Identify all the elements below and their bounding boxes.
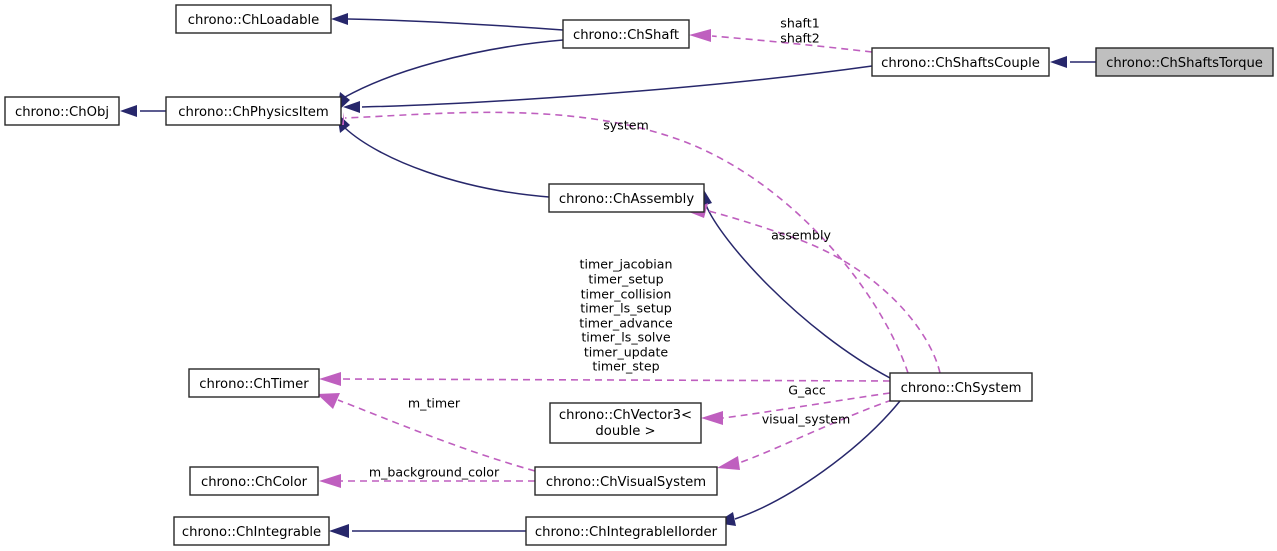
node-label-chshaftscouple: chrono::ChShaftsCouple: [881, 56, 1040, 71]
edge-label-m-timer: m_timer: [408, 396, 461, 411]
node-chsystem[interactable]: chrono::ChSystem: [889, 372, 1033, 402]
edge-label-timer-ls-solve: timer_ls_solve: [581, 330, 671, 345]
edge-label-timer-update: timer_update: [584, 345, 669, 360]
node-chassembly[interactable]: chrono::ChAssembly: [548, 183, 705, 213]
edge-chshaft-to-chloadable: [331, 13, 564, 31]
node-label-chassembly: chrono::ChAssembly: [559, 192, 694, 207]
edge-label-system: system: [603, 118, 649, 133]
node-label-chvector3-line1: chrono::ChVector3<: [559, 408, 692, 423]
node-chvector3[interactable]: chrono::ChVector3< double >: [549, 402, 702, 444]
node-chvisualsystem[interactable]: chrono::ChVisualSystem: [534, 466, 718, 496]
node-label-chintegrable: chrono::ChIntegrable: [182, 525, 321, 540]
edge-chassembly-to-chphysicsitem: [337, 113, 550, 198]
edge-chshaftscouple-to-chphysicsitem: [343, 65, 873, 113]
node-label-chloadable: chrono::ChLoadable: [188, 13, 320, 28]
node-label-chtimer: chrono::ChTimer: [199, 377, 309, 392]
edge-label-shaft1: shaft1: [780, 16, 819, 31]
node-label-chshaftstorque: chrono::ChShaftsTorque: [1106, 56, 1263, 71]
edge-usage-visual: [717, 399, 893, 470]
edge-label-shaft2: shaft2: [780, 31, 819, 46]
node-label-chvisualsystem: chrono::ChVisualSystem: [546, 475, 706, 490]
node-chintegrable[interactable]: chrono::ChIntegrable: [173, 516, 330, 546]
edge-label-visual-system: visual_system: [762, 412, 851, 427]
nodes: chrono::ChLoadable chrono::ChShaft chron…: [4, 4, 1274, 546]
node-chcolor[interactable]: chrono::ChColor: [189, 466, 319, 496]
node-label-chvector3-line2: double >: [595, 424, 655, 439]
node-label-chcolor: chrono::ChColor: [201, 475, 308, 490]
node-chshaft[interactable]: chrono::ChShaft: [562, 19, 690, 49]
edge-labels: shaft1 shaft2 system assembly timer_jaco…: [369, 16, 850, 480]
node-label-chsystem: chrono::ChSystem: [901, 381, 1022, 396]
edge-label-m-background-color: m_background_color: [369, 465, 500, 480]
node-label-chshaft: chrono::ChShaft: [573, 28, 679, 43]
node-label-chphysicsitem: chrono::ChPhysicsItem: [178, 105, 328, 120]
edge-usage-timers: [319, 372, 891, 386]
node-chphysicsitem[interactable]: chrono::ChPhysicsItem: [165, 96, 342, 126]
usage-edges: [317, 29, 941, 488]
node-label-chintegrableiiorder: chrono::ChIntegrableIIorder: [535, 525, 718, 540]
edge-label-timer-collision: timer_collision: [581, 287, 672, 302]
edge-label-timer-jacobian: timer_jacobian: [580, 257, 673, 272]
edge-usage-gacc: [701, 392, 891, 425]
edge-label-assembly: assembly: [771, 228, 831, 243]
node-chshaftstorque[interactable]: chrono::ChShaftsTorque: [1095, 47, 1274, 77]
edge-chintegrableiiorder-to-chintegrable: [329, 524, 526, 538]
node-chshaftscouple[interactable]: chrono::ChShaftsCouple: [871, 47, 1050, 77]
edge-usage-shaft: [689, 29, 873, 53]
edge-usage-system: [342, 111, 909, 374]
edge-label-timer-setup: timer_setup: [588, 272, 663, 287]
node-chobj[interactable]: chrono::ChObj: [4, 96, 120, 126]
edge-label-timer-step: timer_step: [592, 359, 659, 374]
edge-chsystem-to-chassembly: [700, 190, 891, 379]
node-chintegrableiiorder[interactable]: chrono::ChIntegrableIIorder: [525, 516, 727, 546]
node-chloadable[interactable]: chrono::ChLoadable: [175, 4, 332, 34]
edge-chphysicsitem-to-chobj: [120, 105, 166, 117]
edge-usage-mtimer: [317, 393, 536, 472]
edge-label-g-acc: G_acc: [788, 383, 826, 398]
edge-chshaft-to-chphysicsitem: [337, 39, 564, 112]
node-chtimer[interactable]: chrono::ChTimer: [188, 368, 320, 398]
edge-label-timer-advance: timer_advance: [579, 316, 673, 331]
edge-chshaftstorque-to-chshaftscouple: [1050, 56, 1096, 68]
edge-usage-bgcolor: [319, 474, 535, 488]
edge-label-timer-ls-setup: timer_ls_setup: [580, 301, 672, 316]
node-label-chobj: chrono::ChObj: [15, 105, 109, 120]
